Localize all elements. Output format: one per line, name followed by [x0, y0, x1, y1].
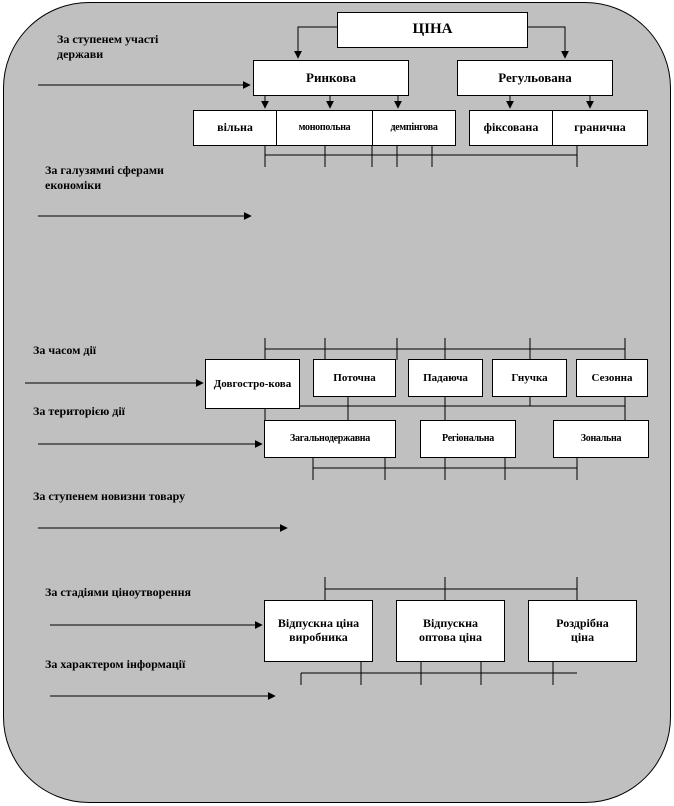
box-seasonal: Сезонна: [576, 359, 648, 397]
label-time: За часом дії: [33, 343, 97, 357]
box-regional: Регіональна: [420, 420, 516, 458]
box-regulated: Регульована: [457, 60, 613, 96]
box-retail: Роздрібна ціна: [528, 600, 637, 662]
box-flexible: Гнучка: [492, 359, 567, 397]
label-industry: За галузямиі сферами економіки: [45, 163, 164, 192]
label-stages: За стадіями ціноутворення: [45, 585, 192, 599]
box-falling: Падаюча: [408, 359, 483, 397]
box-producer: Відпускна ціна виробника: [264, 600, 373, 662]
connector-price-market: [294, 26, 337, 59]
label-information: За характером інформації: [45, 657, 186, 671]
box-long-term: Довгостро-кова: [205, 359, 300, 409]
box-monopoly: монопольна: [276, 110, 373, 146]
bus-industry: [264, 145, 578, 167]
label-state-participation: За ступенем участі держави: [57, 32, 159, 61]
bus-time-top: [264, 338, 626, 360]
bus-territory-bottom: [312, 457, 578, 480]
bus-stages-bottom: [300, 662, 577, 685]
box-wholesale: Відпускна оптова ціна: [396, 600, 505, 662]
box-limit: гранична: [552, 110, 648, 146]
label-novelty: За ступенем новизни товару: [33, 489, 186, 503]
box-current: Поточна: [313, 359, 396, 397]
box-price: ЦІНА: [337, 12, 528, 48]
box-zonal: Зональна: [553, 420, 649, 458]
box-nationwide: Загальнодержавна: [264, 420, 396, 458]
connector-price-regulated: [527, 26, 569, 59]
bus-stages-top: [324, 577, 578, 600]
box-dumping: демпінгова: [372, 110, 456, 146]
bus-time-territory: [264, 396, 626, 420]
label-territory: За територією дії: [33, 404, 125, 418]
box-free: вільна: [193, 110, 277, 146]
box-market: Ринкова: [253, 60, 409, 96]
box-fixed: фіксована: [469, 110, 553, 146]
